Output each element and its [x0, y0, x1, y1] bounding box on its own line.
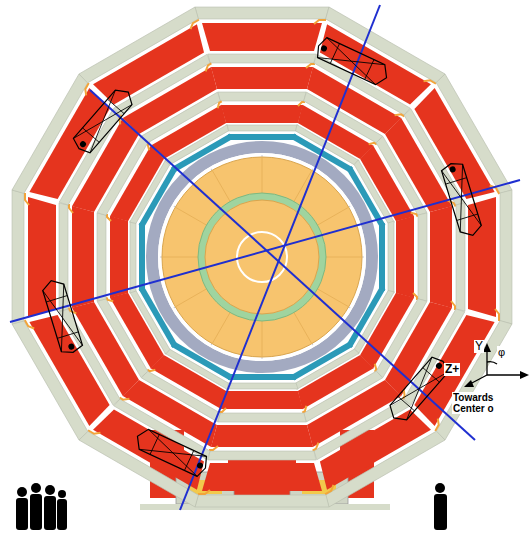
axis-label: Z+: [444, 363, 460, 376]
axis-label: Y: [474, 340, 484, 353]
axis-label: Towards Center o: [452, 392, 528, 414]
axis-label: φ: [497, 346, 506, 358]
